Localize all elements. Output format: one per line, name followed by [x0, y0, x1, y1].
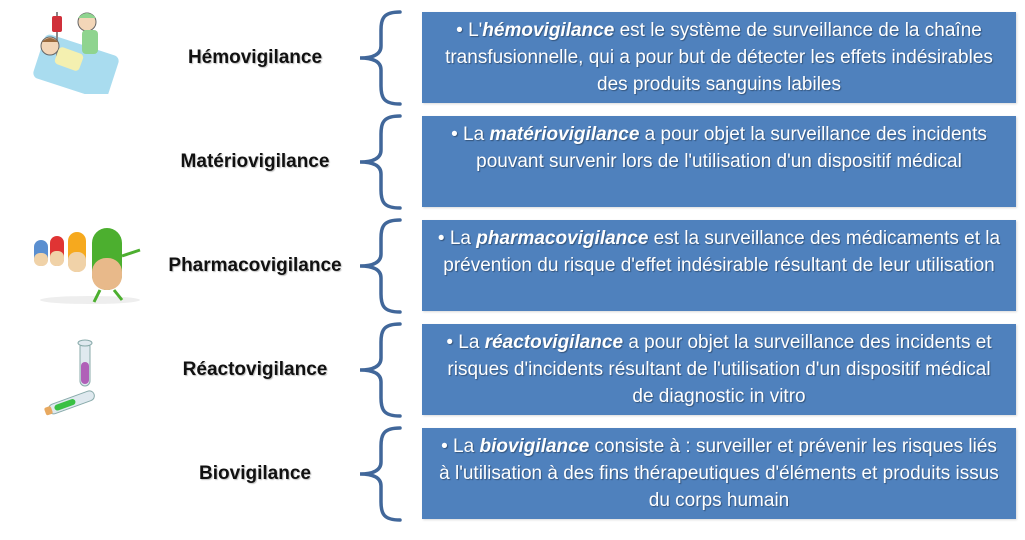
- row-pharmacovigilance: Pharmacovigilance • La pharmacovigilance…: [0, 218, 1025, 314]
- definition-term: matériovigilance: [489, 124, 640, 145]
- term-label: Réactovigilance: [182, 359, 328, 380]
- bullet: •: [446, 332, 453, 353]
- brace-icon: [359, 426, 402, 522]
- definition-box: • La matériovigilance a pour objet la su…: [422, 116, 1016, 207]
- definition-prefix: La: [463, 124, 490, 145]
- term-label: Hémovigilance: [187, 47, 323, 68]
- definition-box: • L'hémovigilance est le système de surv…: [422, 12, 1016, 103]
- brace-icon: [359, 114, 402, 210]
- brace-icon: [359, 10, 402, 106]
- row-hemovigilance: Hémovigilance • L'hémovigilance est le s…: [0, 10, 1025, 106]
- definition-box: • La pharmacovigilance est la surveillan…: [422, 220, 1016, 311]
- term-label: Pharmacovigilance: [168, 255, 342, 276]
- bullet: •: [441, 436, 448, 457]
- brace-icon: [359, 218, 402, 314]
- definition-text: a pour objet la surveillance des inciden…: [476, 124, 987, 172]
- definition-term: biovigilance: [479, 436, 590, 457]
- definition-text: consiste à : surveiller et prévenir les …: [439, 436, 999, 511]
- row-biovigilance: Biovigilance • La biovigilance consiste …: [0, 426, 1025, 522]
- bullet: •: [437, 228, 445, 249]
- row-materiovigilance: Matériovigilance • La matériovigilance a…: [0, 114, 1025, 210]
- definition-term: hémovigilance: [482, 20, 615, 41]
- row-reactovigilance: Réactovigilance • La réactovigilance a p…: [0, 322, 1025, 418]
- definition-term: pharmacovigilance: [476, 228, 649, 249]
- definition-prefix: La: [449, 228, 477, 249]
- definition-prefix: La: [453, 436, 480, 457]
- definition-text: est la surveillance des médicaments et l…: [443, 228, 1001, 276]
- definition-box: • La réactovigilance a pour objet la sur…: [422, 324, 1016, 415]
- brace-icon: [359, 322, 402, 418]
- definition-text: a pour objet la surveillance des inciden…: [447, 332, 992, 407]
- test-tubes-illustration: [44, 339, 95, 416]
- term-label: Matériovigilance: [180, 151, 330, 172]
- walking-pills-illustration: [34, 228, 141, 304]
- definition-prefix: La: [458, 332, 485, 353]
- bullet: •: [451, 124, 458, 145]
- term-label: Biovigilance: [199, 463, 311, 484]
- definition-text: est le système de surveillance de la cha…: [445, 20, 993, 95]
- definition-box: • La biovigilance consiste à : surveille…: [422, 428, 1016, 519]
- bullet: •: [456, 20, 463, 41]
- definition-term: réactovigilance: [484, 332, 624, 353]
- patient-transfusion-illustration: [33, 12, 119, 94]
- definition-prefix: L': [468, 20, 483, 41]
